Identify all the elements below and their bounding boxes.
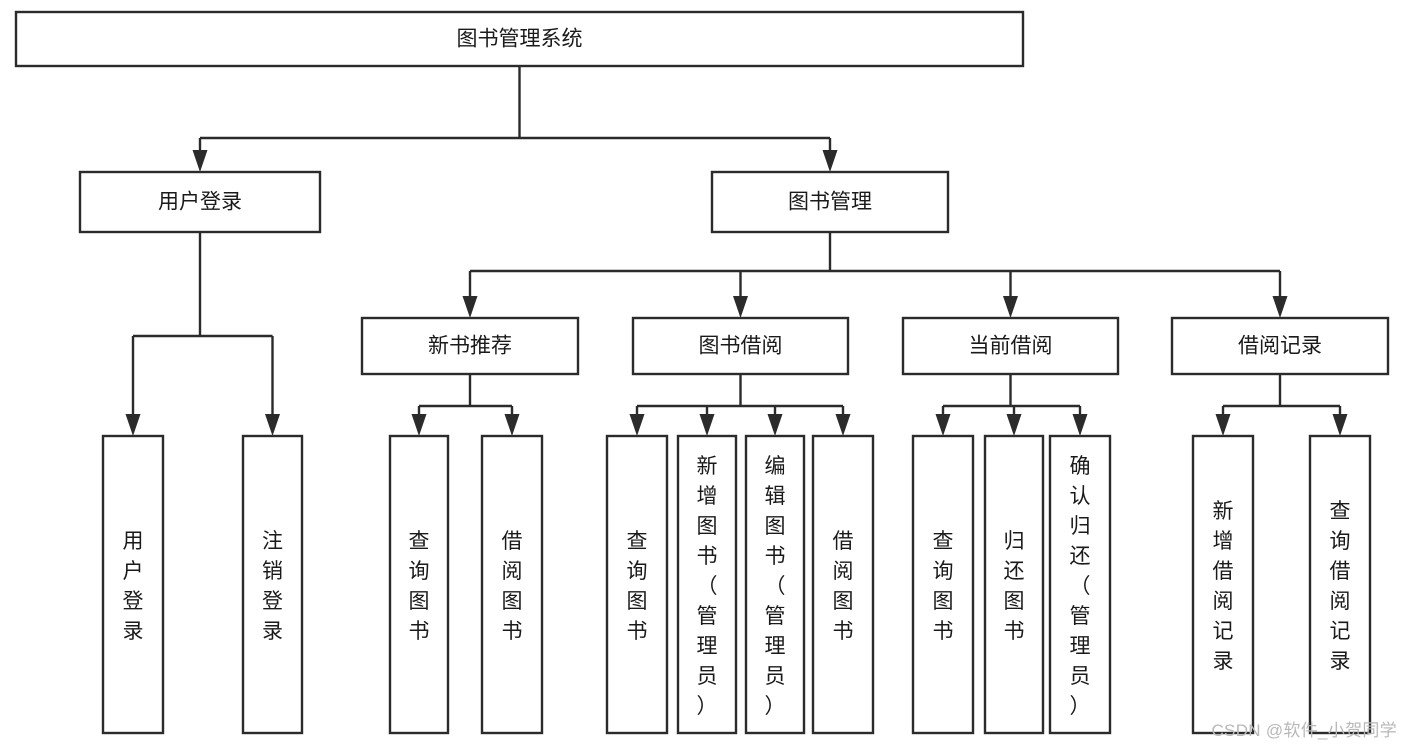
connector-group-book-borrow xyxy=(629,374,851,436)
node-box-leaf-logout[interactable] xyxy=(241,434,304,735)
node-book-borrow[interactable]: 图书借阅 xyxy=(631,316,850,376)
node-box-leaf-add-record[interactable] xyxy=(1191,434,1255,735)
arrow-head-icon xyxy=(767,414,783,436)
node-book-manage[interactable]: 图书管理 xyxy=(710,170,950,234)
node-layer: 图书管理系统用户登录图书管理新书推荐图书借阅当前借阅借阅记录用户登录注销登录查询… xyxy=(14,10,1390,735)
arrow-head-icon xyxy=(1006,414,1022,436)
arrow-head-icon xyxy=(1072,414,1088,436)
node-label-borrow-record: 借阅记录 xyxy=(1238,335,1322,358)
node-box-leaf-return-book[interactable] xyxy=(983,434,1045,735)
arrow-head-icon xyxy=(411,414,427,436)
node-label-book-borrow: 图书借阅 xyxy=(699,335,783,358)
node-leaf-query-book-3[interactable]: 查询图书 xyxy=(911,434,975,735)
node-label-leaf-query-record: 查询借阅记录 xyxy=(1330,500,1351,673)
node-box-borrow-record[interactable] xyxy=(1170,316,1390,376)
node-label-leaf-add-book: 新增图书（管理员） xyxy=(697,455,718,718)
connector-group-current-borrow xyxy=(935,374,1088,436)
node-leaf-edit-book[interactable]: 编辑图书（管理员） xyxy=(744,434,806,735)
connector-group-new-book-rec xyxy=(411,374,520,436)
node-label-leaf-confirm-return: 确认归还（管理员） xyxy=(1070,455,1091,718)
arrow-head-icon xyxy=(125,414,141,436)
node-box-leaf-borrow-book-1[interactable] xyxy=(480,434,544,735)
node-label-current-borrow: 当前借阅 xyxy=(969,335,1053,358)
node-box-leaf-query-book-3[interactable] xyxy=(911,434,975,735)
arrow-head-icon xyxy=(935,414,951,436)
node-label-leaf-return-book: 归还图书 xyxy=(1004,530,1025,643)
node-leaf-confirm-return[interactable]: 确认归还（管理员） xyxy=(1048,434,1112,735)
node-current-borrow[interactable]: 当前借阅 xyxy=(901,316,1120,376)
watermark-text: CSDN @软件_小贺同学 xyxy=(1211,721,1397,740)
node-leaf-user-login[interactable]: 用户登录 xyxy=(101,434,165,735)
node-box-leaf-query-record[interactable] xyxy=(1308,434,1372,735)
node-box-leaf-confirm-return[interactable] xyxy=(1048,434,1112,735)
node-user-login[interactable]: 用户登录 xyxy=(78,170,322,234)
node-new-book-rec[interactable]: 新书推荐 xyxy=(360,316,580,376)
node-leaf-add-record[interactable]: 新增借阅记录 xyxy=(1191,434,1255,735)
node-label-new-book-rec: 新书推荐 xyxy=(428,335,512,358)
node-box-current-borrow[interactable] xyxy=(901,316,1120,376)
node-box-leaf-borrow-book-2[interactable] xyxy=(811,434,875,735)
node-box-root[interactable] xyxy=(14,10,1025,68)
arrow-head-icon xyxy=(629,414,645,436)
node-label-leaf-query-book-2: 查询图书 xyxy=(627,530,648,643)
node-label-book-manage: 图书管理 xyxy=(788,191,872,214)
connector-layer xyxy=(125,66,1348,436)
node-leaf-add-book[interactable]: 新增图书（管理员） xyxy=(676,434,738,735)
arrow-head-icon xyxy=(1215,414,1231,436)
arrow-head-icon xyxy=(462,296,478,318)
arrow-head-icon xyxy=(733,296,748,318)
node-leaf-logout[interactable]: 注销登录 xyxy=(241,434,304,735)
node-label-leaf-logout: 注销登录 xyxy=(262,530,283,643)
connector-group-user-login xyxy=(125,232,280,436)
arrow-head-icon xyxy=(1332,414,1348,436)
node-label-leaf-user-login: 用户登录 xyxy=(123,530,144,643)
node-box-leaf-edit-book[interactable] xyxy=(744,434,806,735)
node-label-leaf-borrow-book-1: 借阅图书 xyxy=(502,530,523,643)
node-leaf-return-book[interactable]: 归还图书 xyxy=(983,434,1045,735)
arrow-head-icon xyxy=(835,414,851,436)
arrow-head-icon xyxy=(1272,296,1288,318)
node-label-leaf-edit-book: 编辑图书（管理员） xyxy=(765,455,786,718)
arrow-head-icon xyxy=(822,150,838,172)
node-box-book-borrow[interactable] xyxy=(631,316,850,376)
arrow-head-icon xyxy=(699,414,715,436)
connector-group-root xyxy=(192,66,838,172)
node-leaf-query-book-2[interactable]: 查询图书 xyxy=(605,434,669,735)
node-root[interactable]: 图书管理系统 xyxy=(14,10,1025,68)
node-box-book-manage[interactable] xyxy=(710,170,950,234)
node-borrow-record[interactable]: 借阅记录 xyxy=(1170,316,1390,376)
node-label-root: 图书管理系统 xyxy=(457,28,583,51)
node-label-leaf-query-book-3: 查询图书 xyxy=(933,530,954,643)
node-leaf-query-record[interactable]: 查询借阅记录 xyxy=(1308,434,1372,735)
node-label-leaf-borrow-book-2: 借阅图书 xyxy=(833,530,854,643)
node-leaf-borrow-book-2[interactable]: 借阅图书 xyxy=(811,434,875,735)
node-leaf-borrow-book-1[interactable]: 借阅图书 xyxy=(480,434,544,735)
node-box-leaf-add-book[interactable] xyxy=(676,434,738,735)
arrow-head-icon xyxy=(1003,296,1018,318)
node-label-leaf-add-record: 新增借阅记录 xyxy=(1213,500,1234,673)
arrow-head-icon xyxy=(504,414,520,436)
arrow-head-icon xyxy=(265,414,280,436)
node-box-leaf-user-login[interactable] xyxy=(101,434,165,735)
node-box-user-login[interactable] xyxy=(78,170,322,234)
node-label-leaf-query-book-1: 查询图书 xyxy=(409,530,430,643)
node-label-user-login: 用户登录 xyxy=(158,191,242,214)
node-leaf-query-book-1[interactable]: 查询图书 xyxy=(388,434,450,735)
connector-group-book-manage xyxy=(462,232,1288,318)
node-box-leaf-query-book-1[interactable] xyxy=(388,434,450,735)
arrow-head-icon xyxy=(192,150,208,172)
connector-group-borrow-record xyxy=(1215,374,1348,436)
node-box-new-book-rec[interactable] xyxy=(360,316,580,376)
node-box-leaf-query-book-2[interactable] xyxy=(605,434,669,735)
